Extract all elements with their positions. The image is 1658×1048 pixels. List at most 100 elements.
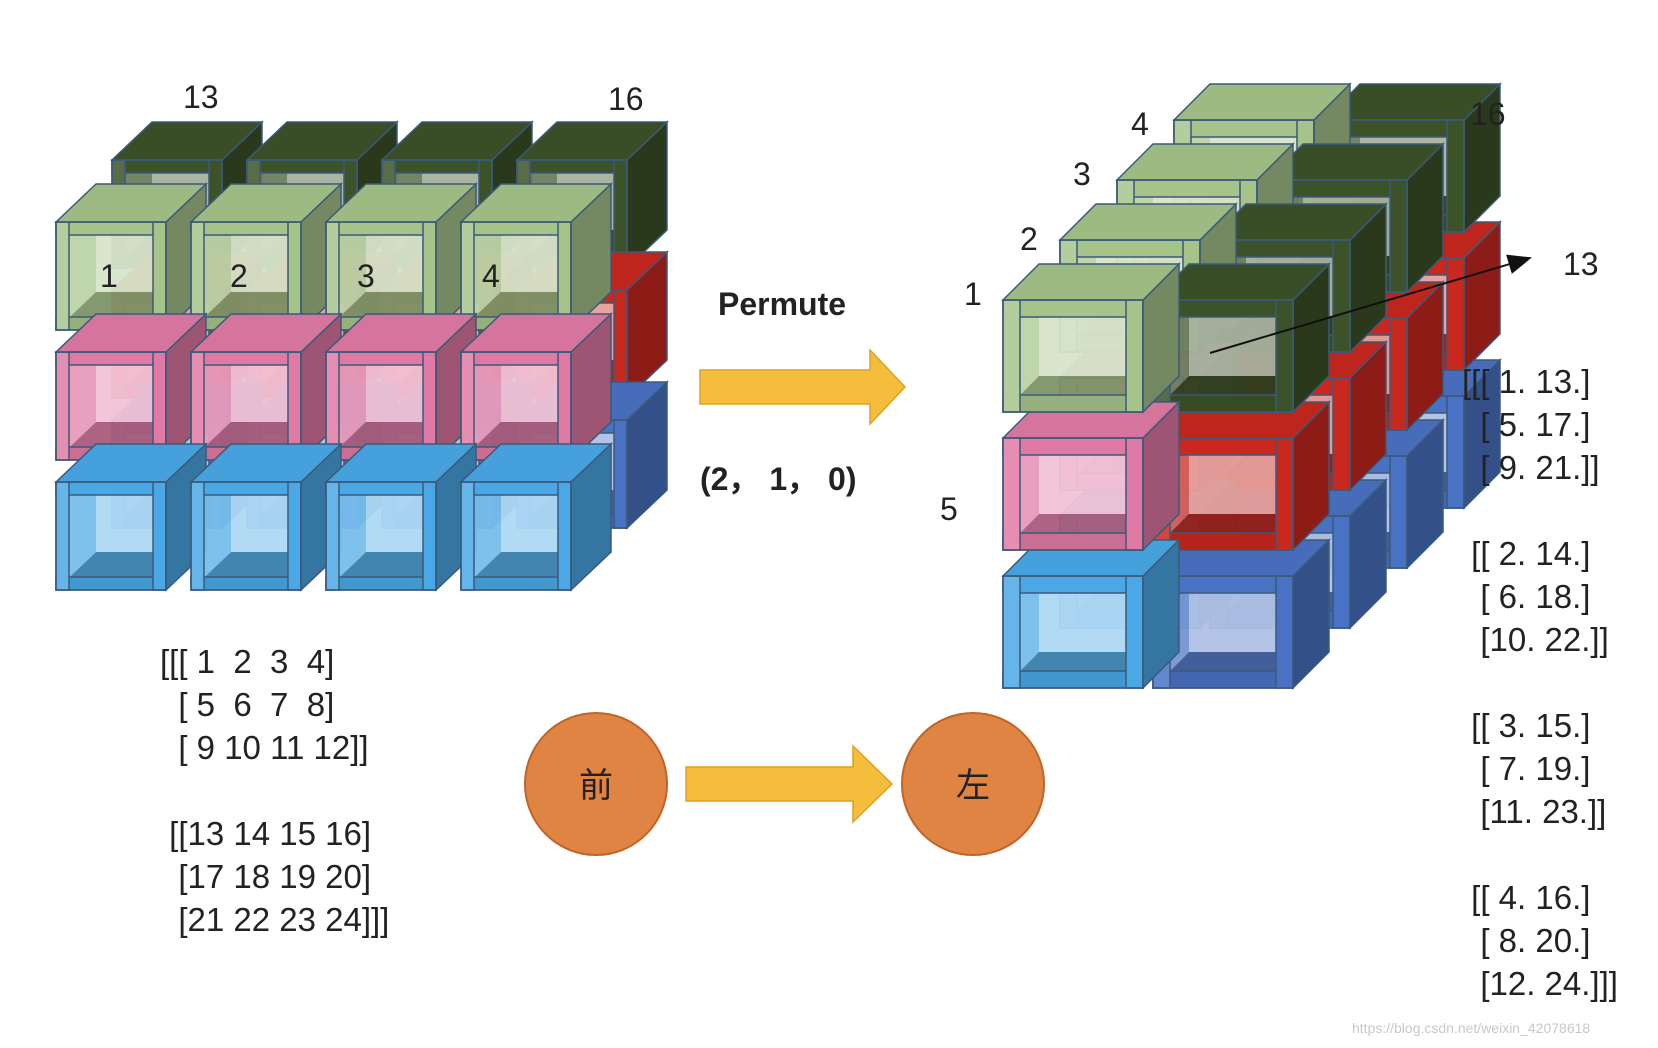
right-front-cube-frame-top (1116, 179, 1258, 198)
left-front-cube-frame-top (325, 481, 437, 496)
right-front-cube (1001, 538, 1181, 690)
right-label-4: 4 (1131, 106, 1149, 142)
right-back-cube-frame-right (1275, 437, 1294, 551)
right-front-cube (1001, 262, 1181, 414)
left-front-cube-outline (325, 481, 437, 591)
right-back-cube-frame-bottom (1152, 670, 1294, 689)
left-front-cube-frame-bottom (325, 576, 437, 591)
right-back-cube-frame-right (1332, 515, 1351, 629)
left-front-cube-frame-bottom (460, 576, 572, 591)
left-front-cube (189, 312, 343, 462)
right-label-16: 16 (1470, 96, 1506, 132)
right-front-cube-frame-left (1002, 575, 1021, 689)
left-front-cube-frame-bottom (55, 576, 167, 591)
left-front-cube (459, 312, 613, 462)
right-back-cube-frame-right (1389, 317, 1408, 431)
left-front-cube (54, 182, 208, 332)
pointer-arrow-13 (1209, 254, 1532, 354)
left-label-4: 4 (482, 258, 500, 294)
left-front-cube-frame-top (460, 221, 572, 236)
left-back-cube-frame-top (516, 159, 628, 174)
left-label-1: 1 (100, 258, 118, 294)
left-front-cube (189, 442, 343, 592)
permute-label: Permute (718, 286, 846, 322)
right-back-cube-frame-right (1332, 377, 1351, 491)
left-front-cube-outline (460, 481, 572, 591)
left-front-cube-frame-top (190, 221, 302, 236)
right-tensor-cubes (1001, 82, 1502, 690)
left-front-cube (459, 442, 613, 592)
right-front-cube-frame-bottom (1002, 532, 1144, 551)
left-front-cube-frame-top (325, 351, 437, 366)
right-front-cube-frame-top (1059, 239, 1201, 258)
left-front-cube-frame-right (152, 481, 167, 591)
right-label-5: 5 (940, 491, 958, 527)
left-front-cube-frame-right (287, 481, 302, 591)
front-circle (524, 712, 668, 856)
left-front-cube-frame-top (55, 351, 167, 366)
right-back-cube-frame-right (1446, 257, 1465, 371)
left-front-cube-frame-top (190, 351, 302, 366)
right-back-cube-frame-right (1446, 119, 1465, 233)
left-back-cube-frame-top (246, 159, 358, 174)
left-front-cube (324, 182, 478, 332)
permute-args: (2， 1， 0) (700, 461, 857, 497)
right-back-cube (1151, 262, 1331, 414)
matrix-left: [[[ 1 2 3 4] [ 5 6 7 8] [ 9 10 11 12]] [… (160, 643, 390, 938)
left-front-cube-frame-top (55, 481, 167, 496)
left-front-cube-frame-bottom (190, 576, 302, 591)
right-front-cube-frame-top (1002, 437, 1144, 456)
front-circle-label: 前 (579, 767, 613, 805)
left-front-cube-frame-left (460, 481, 475, 591)
left-front-cube-frame-top (460, 351, 572, 366)
left-label-3: 3 (357, 258, 375, 294)
left-back-cube-frame-top (381, 159, 493, 174)
right-front-cube-frame-left (1002, 437, 1021, 551)
right-front-cube (1001, 400, 1181, 552)
left-front-cube-frame-top (325, 221, 437, 236)
left-front-cube (54, 442, 208, 592)
left-front-cube-frame-left (190, 481, 205, 591)
left-front-cube-outline (190, 481, 302, 591)
left-back-cube-frame-right (613, 419, 628, 529)
left-label-16: 16 (608, 81, 644, 117)
left-front-cube (189, 182, 343, 332)
left-front-cube (459, 182, 613, 332)
right-back-cube-frame-right (1389, 455, 1408, 569)
right-front-cube-frame-top (1002, 299, 1144, 318)
left-front-cube-frame-left (55, 221, 70, 331)
left-front-cube-frame-top (460, 481, 572, 496)
right-front-cube-frame-right (1125, 575, 1144, 689)
left-front-cube (54, 312, 208, 462)
right-front-cube-frame-top (1173, 119, 1315, 138)
left-front-cube-frame-left (325, 481, 340, 591)
left-circle (901, 712, 1045, 856)
right-back-cube-frame-right (1389, 179, 1408, 293)
right-front-cube-outline (1002, 299, 1144, 413)
left-label-13: 13 (183, 79, 219, 115)
left-front-cube (324, 442, 478, 592)
right-front-cube-outline (1002, 575, 1144, 689)
watermark: https://blog.csdn.net/weixin_42078618 (1352, 1020, 1591, 1036)
left-front-cube-frame-right (422, 481, 437, 591)
left-front-cube-outline (55, 481, 167, 591)
right-back-cube-frame-right (1332, 239, 1351, 353)
left-front-cube-frame-top (190, 481, 302, 496)
left-tensor-cubes (54, 120, 669, 592)
right-label-3: 3 (1073, 156, 1091, 192)
right-label-2: 2 (1020, 221, 1038, 257)
left-front-cube-frame-right (557, 481, 572, 591)
right-front-cube-frame-right (1125, 299, 1144, 413)
left-back-cube-frame-top (111, 159, 223, 174)
left-front-cube-frame-left (55, 351, 70, 461)
right-front-cube-frame-top (1002, 575, 1144, 594)
mapping-arrow (685, 744, 894, 824)
right-label-1: 1 (964, 276, 982, 312)
right-back-cube-frame-right (1275, 575, 1294, 689)
right-label-13: 13 (1563, 246, 1599, 282)
right-front-cube-outline (1002, 437, 1144, 551)
right-front-cube-frame-bottom (1002, 670, 1144, 689)
left-front-cube-frame-left (55, 481, 70, 591)
permute-arrow (699, 348, 907, 426)
right-back-cube-frame-right (1275, 299, 1294, 413)
